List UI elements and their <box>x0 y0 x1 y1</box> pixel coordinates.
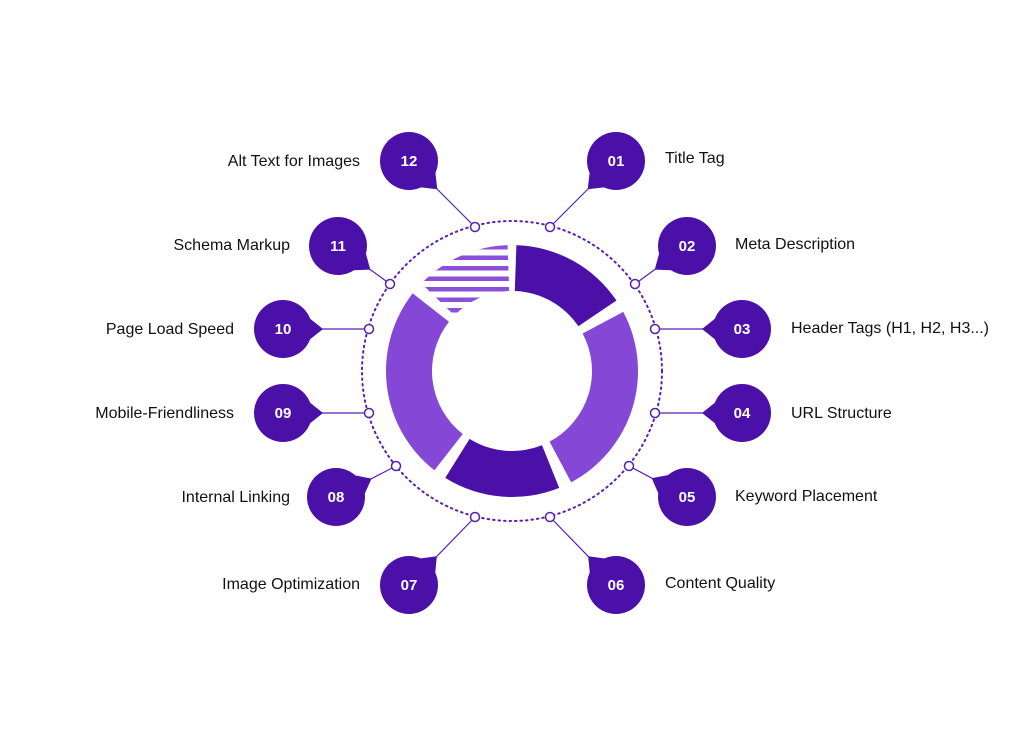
bubble-circle <box>254 300 312 358</box>
connector-dot-12 <box>469 221 481 233</box>
number-bubble-8 <box>307 468 372 526</box>
item-label-3: Header Tags (H1, H2, H3...) <box>791 320 990 337</box>
number-bubble-4 <box>702 384 771 442</box>
item-label-2: Meta Description <box>735 236 856 253</box>
bubble-circle <box>587 132 645 190</box>
connector-dot-4 <box>649 407 661 419</box>
item-label-9: Mobile-Friendliness <box>95 405 234 422</box>
number-bubble-11 <box>309 217 371 275</box>
bubble-circle <box>309 217 367 275</box>
bubble-circle <box>254 384 312 442</box>
connectors <box>312 181 713 565</box>
number-bubble-10 <box>254 300 323 358</box>
dotted-ring <box>361 220 663 522</box>
bubble-circle <box>658 217 716 275</box>
connector-dot-6 <box>544 511 556 523</box>
connector-dot-11 <box>384 278 396 290</box>
bubble-circle <box>307 468 365 526</box>
stripe-line <box>421 255 510 260</box>
connector-dot-9 <box>363 407 375 419</box>
bubble-circle <box>380 556 438 614</box>
stripe-line <box>421 276 510 281</box>
donut-chart <box>386 245 639 498</box>
item-label-1: Title Tag <box>665 150 725 167</box>
connector-dot-8 <box>390 460 402 472</box>
dotted-ring-circle <box>361 220 663 522</box>
bubble-circle <box>658 468 716 526</box>
connector-dot-5 <box>623 460 635 472</box>
bubble-circle <box>587 556 645 614</box>
stripe-line <box>421 245 510 250</box>
item-label-11: Schema Markup <box>173 237 291 254</box>
bubble-circle <box>380 132 438 190</box>
connector-dot-10 <box>363 323 375 335</box>
number-bubble-5 <box>651 468 716 526</box>
stripe-line <box>421 287 510 292</box>
stripe-line <box>421 266 510 271</box>
number-bubble-1 <box>587 132 645 190</box>
donut-segment-1 <box>514 245 617 327</box>
donut-segment-2 <box>549 311 639 483</box>
stripe-line <box>421 297 510 302</box>
connector-dot-2 <box>629 278 641 290</box>
number-bubble-12 <box>380 132 438 190</box>
donut-segment-3 <box>445 438 560 498</box>
number-bubble-7 <box>380 556 438 614</box>
item-label-10: Page Load Speed <box>105 321 234 338</box>
number-bubble-6 <box>587 556 645 614</box>
item-label-4: URL Structure <box>791 405 892 422</box>
number-bubble-9 <box>254 384 323 442</box>
number-bubble-3 <box>702 300 771 358</box>
donut-segment-4 <box>386 293 463 471</box>
connector-dot-1 <box>544 221 556 233</box>
connector-dot-3 <box>649 323 661 335</box>
item-label-7: Image Optimization <box>222 576 360 593</box>
connector-dot-7 <box>469 511 481 523</box>
item-label-8: Internal Linking <box>181 489 290 506</box>
bubble-circle <box>713 300 771 358</box>
item-label-5: Keyword Placement <box>735 488 878 505</box>
number-bubbles <box>254 132 771 614</box>
item-label-6: Content Quality <box>665 575 776 592</box>
bubble-circle <box>713 384 771 442</box>
item-label-12: Alt Text for Images <box>227 153 360 170</box>
number-bubble-2 <box>654 217 716 275</box>
